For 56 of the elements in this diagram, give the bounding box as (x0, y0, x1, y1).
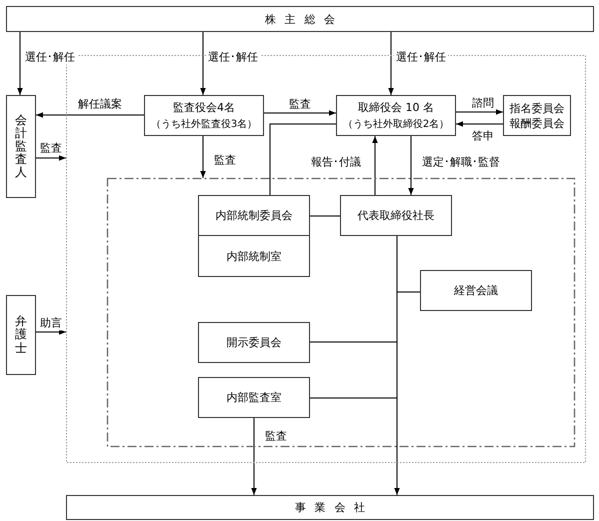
arrow (394, 236, 400, 496)
box-title: 監査役会4名 (173, 100, 235, 115)
box-title: 弁護士 (15, 315, 27, 355)
arrow (408, 136, 414, 196)
edge-label: 監査 (287, 96, 313, 112)
box-title: 事業会社 (294, 500, 374, 515)
org-box (6, 295, 36, 375)
arrow (456, 121, 504, 127)
box-title: 内部統制委員会 (216, 208, 292, 223)
edge-label: 監査 (212, 152, 238, 168)
org-box (420, 270, 532, 311)
edge-label: 報告･付議 (309, 154, 363, 170)
arrow (264, 110, 336, 116)
box-title: 内部監査室 (226, 390, 282, 405)
box-title: 指名委員会 (510, 100, 564, 116)
org-box (336, 95, 456, 136)
arrow (36, 112, 144, 118)
edge-label: 解任議案 (76, 96, 124, 112)
org-box (198, 235, 310, 277)
edge-label: 選定･解職･監督 (420, 154, 502, 170)
box-title: 会計監査人 (15, 114, 27, 180)
org-box (503, 95, 571, 136)
arrow (372, 136, 378, 196)
org-box (6, 95, 36, 198)
edge-label: 監査 (38, 140, 64, 156)
box-subtitle: （うち社外監査役3名） (150, 118, 258, 131)
org-box (198, 195, 310, 236)
arrow (388, 32, 394, 96)
box-title: 代表取締役社長 (358, 208, 434, 223)
box-subtitle: 報酬委員会 (510, 116, 564, 130)
box-subtitle: （うち社外取締役2名） (342, 118, 450, 131)
edge-label: 監査 (263, 428, 289, 444)
arrow (251, 418, 257, 496)
org-box (144, 95, 264, 136)
box-title: 経営会議 (454, 283, 498, 298)
edge-label: 選任･解任 (394, 50, 448, 64)
edge-label: 諮問 (470, 96, 496, 110)
org-box (198, 377, 310, 418)
org-box (66, 495, 594, 520)
arrow (456, 109, 504, 115)
connector-line (270, 124, 336, 196)
arrow (200, 136, 206, 178)
box-title: 取締役会 10 名 (358, 100, 434, 115)
arrow (36, 329, 66, 335)
arrow (200, 32, 206, 96)
box-title: 株主総会 (264, 12, 344, 26)
box-title: 開示委員会 (226, 335, 282, 350)
org-box (340, 195, 452, 236)
edge-label: 選任･解任 (206, 50, 260, 64)
arrow (17, 32, 23, 96)
arrow (36, 155, 66, 161)
edge-label: 選任･解任 (23, 50, 77, 64)
org-box (6, 6, 594, 32)
edge-label: 助言 (38, 316, 64, 330)
box-title: 内部統制室 (226, 248, 282, 264)
org-box (198, 322, 310, 363)
